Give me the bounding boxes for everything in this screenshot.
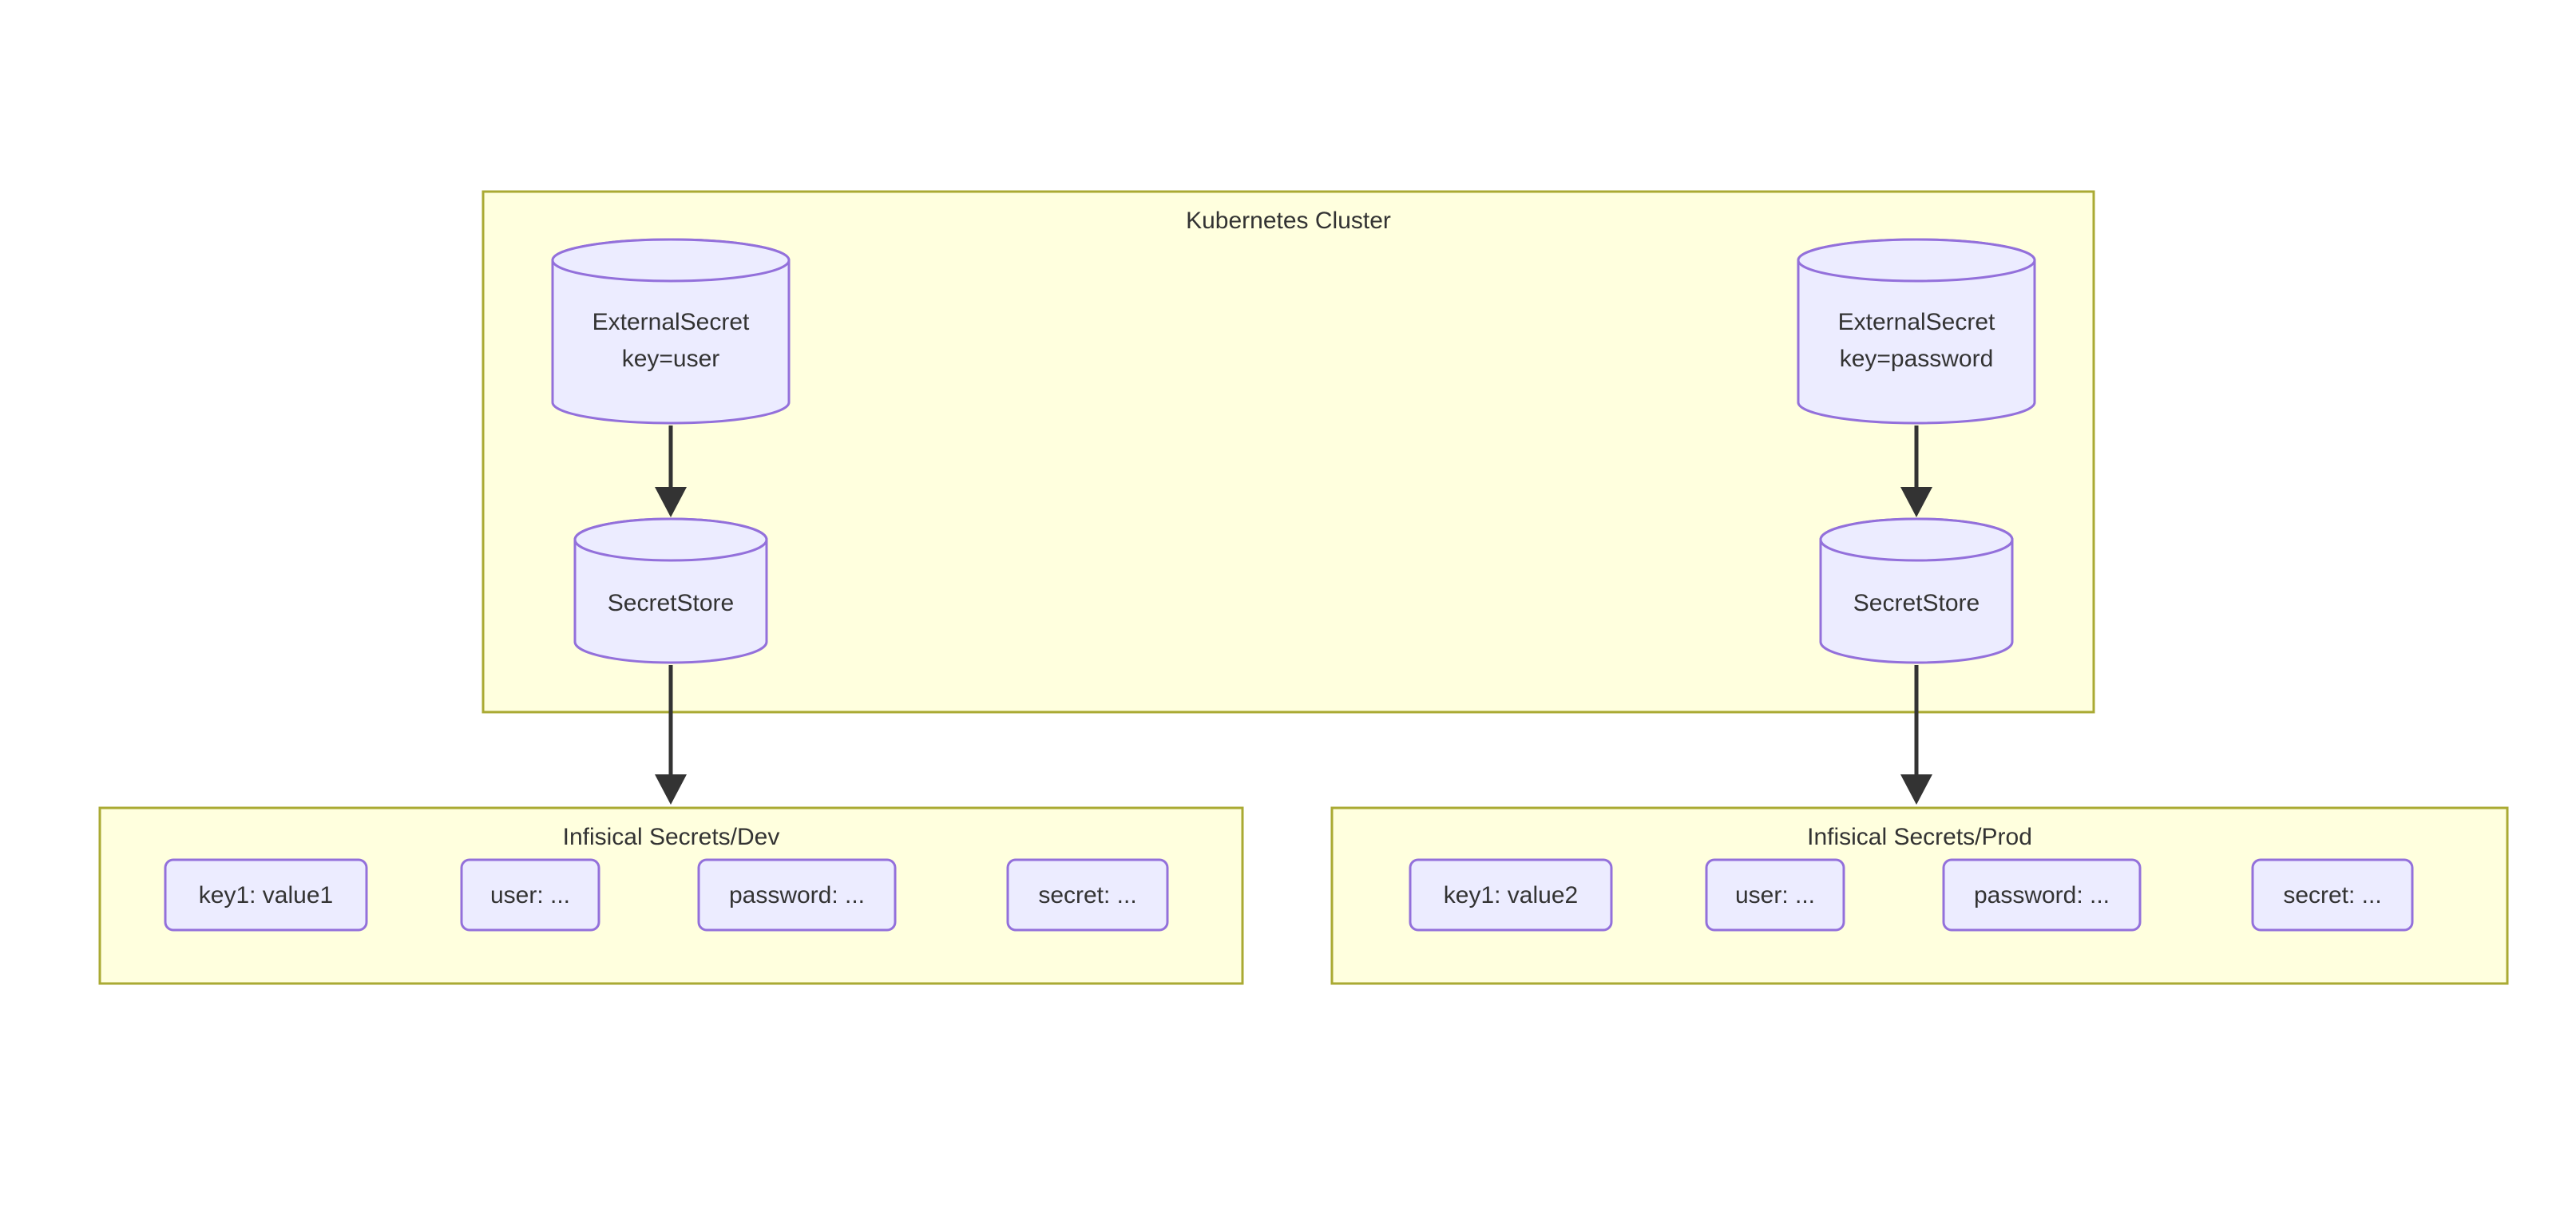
cylinder-nodes-layer: ExternalSecret key=user ExternalSecret key=…	[551, 238, 2036, 664]
cylinder-label: ExternalSecret	[592, 309, 750, 335]
secret-chip-box	[1409, 858, 1613, 932]
edge-store-prod-to-infisical-prod	[1900, 665, 1932, 805]
cylinder-label: ExternalSecret	[1838, 309, 1995, 335]
arrow-head-icon	[1900, 774, 1932, 805]
cylinder-node-store-dev[interactable]: SecretStore	[573, 517, 768, 664]
secret-chip-box	[697, 858, 897, 932]
secret-chip-label: user: ...	[1735, 882, 1815, 908]
secret-chip[interactable]: key1: value1	[164, 858, 368, 932]
cylinder-label: key=password	[1840, 346, 1994, 372]
edge-store-dev-to-infisical-dev	[655, 665, 687, 805]
cluster-infisical-dev-title: Infisical Secrets/Dev	[563, 824, 780, 850]
secret-chips-layer: key1: value1 user: ... password: ... secret…	[164, 858, 2414, 932]
secret-chip[interactable]: user: ...	[1705, 858, 1845, 932]
edge-es-prod-to-store-prod	[1900, 426, 1932, 517]
arrow-head-icon	[655, 774, 687, 805]
cluster-infisical-prod-title: Infisical Secrets/Prod	[1807, 824, 2032, 850]
cylinder-node-store-prod[interactable]: SecretStore	[1819, 517, 2014, 664]
secret-chip-label: password: ...	[1974, 882, 2110, 908]
cylinder-node-es-prod[interactable]: ExternalSecret key=password	[1797, 238, 2036, 425]
cylinder-label: key=user	[622, 346, 720, 372]
secret-chip-label: secret: ...	[2283, 882, 2381, 908]
secret-chip-box	[2251, 858, 2414, 932]
cylinder-label: SecretStore	[1853, 590, 1980, 616]
secret-chip-box	[1705, 858, 1845, 932]
secret-chip-box	[1006, 858, 1169, 932]
secret-chip-box	[460, 858, 600, 932]
secret-chip[interactable]: password: ...	[1942, 858, 2142, 932]
secret-chip-label: key1: value1	[199, 882, 333, 908]
secret-chip-box	[1942, 858, 2142, 932]
secret-chip[interactable]: user: ...	[460, 858, 600, 932]
secret-chip-label: password: ...	[729, 882, 865, 908]
cylinder-label: SecretStore	[608, 590, 734, 616]
secret-chip-box	[164, 858, 368, 932]
secret-chip-label: user: ...	[490, 882, 570, 908]
secret-chip[interactable]: key1: value2	[1409, 858, 1613, 932]
secret-chip[interactable]: secret: ...	[2251, 858, 2414, 932]
secret-chip-label: key1: value2	[1444, 882, 1578, 908]
arrow-head-icon	[1900, 487, 1932, 517]
edge-es-dev-to-store-dev	[655, 426, 687, 517]
cylinder-node-es-dev[interactable]: ExternalSecret key=user	[551, 238, 791, 425]
secret-chip[interactable]: password: ...	[697, 858, 897, 932]
cluster-kubernetes-title: Kubernetes Cluster	[1186, 208, 1391, 234]
secret-chip-label: secret: ...	[1038, 882, 1136, 908]
secret-chip[interactable]: secret: ...	[1006, 858, 1169, 932]
arrow-head-icon	[655, 487, 687, 517]
edges-layer	[655, 426, 1932, 805]
